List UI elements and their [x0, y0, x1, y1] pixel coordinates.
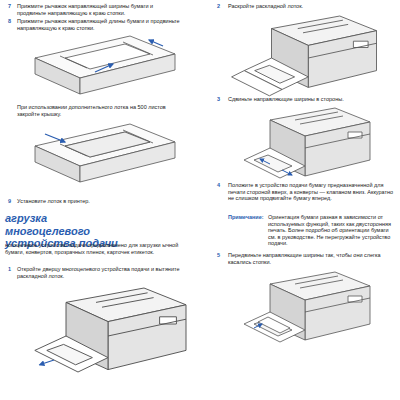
body-text: Ориентация бумаги разная в зависимости о… [268, 214, 394, 247]
step-number: 9 [8, 198, 16, 205]
printer-paper-loaded [244, 272, 370, 342]
step-number: 5 [217, 252, 225, 259]
body-text: Передвиньте направляющие ширины так, что… [228, 252, 394, 265]
printer-guides [244, 108, 370, 178]
body-text: Сдвиньте направляющие ширины в стороны. [228, 96, 393, 103]
step-number: 1 [8, 266, 16, 273]
printer-tray-extended [232, 16, 377, 96]
body-text: Положите в устройство подачи бумагу пред… [228, 182, 394, 202]
body-text: Установите лоток в принтер. [17, 198, 182, 205]
paper-tray [35, 36, 175, 94]
body-text: При использовании дополнительного лотка … [17, 104, 167, 117]
paper-tray-with-cover [35, 124, 175, 182]
body-text: ногоцелевое устройство подачи предназнач… [5, 242, 185, 255]
step-number: 7 [8, 3, 16, 10]
step-number: 3 [217, 96, 225, 103]
body-text: Откройте дверцу многоцелевого устройства… [17, 266, 182, 279]
body-text: Прижмите рычажок направляющей ширины бум… [17, 3, 182, 16]
body-text: Прижмите рычажок направляющей длины бума… [17, 18, 182, 31]
body-text: Раскройте раскладной лоток. [228, 3, 393, 10]
printer-open-tray [35, 288, 186, 372]
note-label: Примечание: [228, 214, 266, 221]
step-number: 4 [217, 182, 225, 189]
step-number: 8 [8, 18, 16, 25]
step-number: 2 [217, 3, 225, 10]
